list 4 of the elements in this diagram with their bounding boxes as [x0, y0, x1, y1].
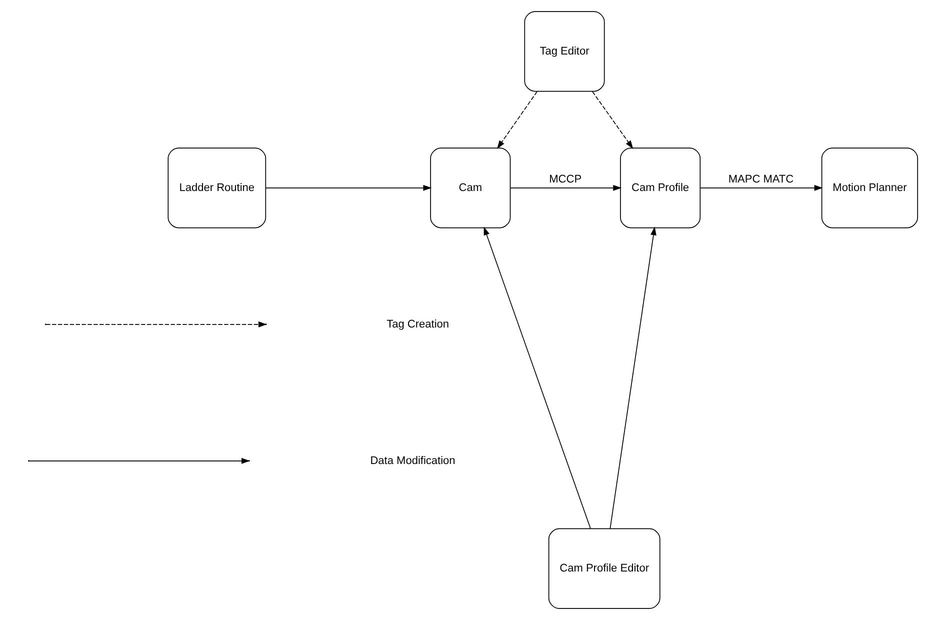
edge-label: MCCP: [549, 173, 582, 186]
legend-label: Tag Creation: [386, 318, 450, 330]
edge-label: MAPC MATC: [728, 173, 794, 186]
legend-label: Data Modification: [370, 454, 456, 467]
